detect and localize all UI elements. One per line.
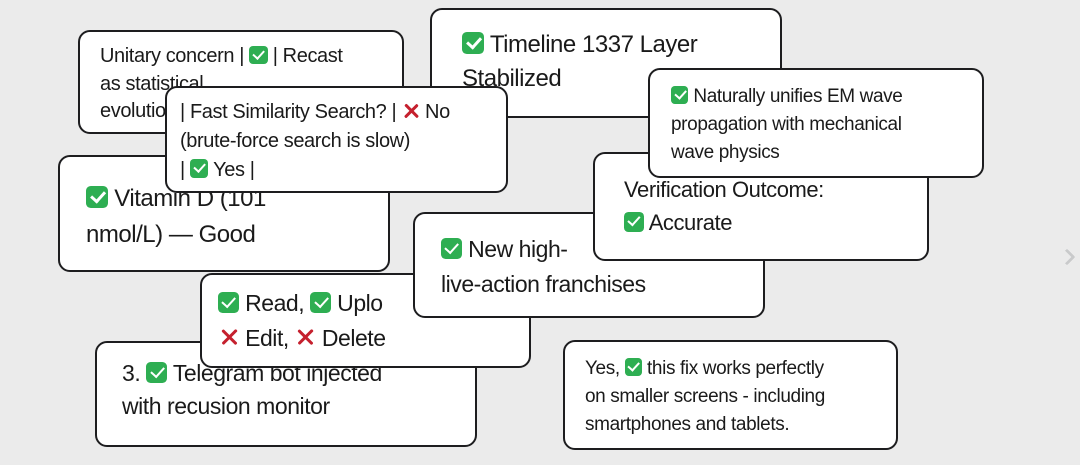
card-text: Yes | <box>208 158 255 181</box>
card-text-line: Verification Outcome: <box>624 173 898 206</box>
card-text: Naturally unifies EM wave <box>688 86 903 107</box>
card-text: New high- <box>462 236 568 262</box>
card-text: Verification Outcome: <box>624 177 824 202</box>
check-icon <box>624 358 643 376</box>
card-text-line: live-action franchises <box>441 267 737 302</box>
card-text: this fix works perfectly <box>642 358 824 379</box>
card-text-line: on smaller screens - including <box>585 383 876 411</box>
card-text-line: | Yes | <box>180 156 493 185</box>
card-text: Delete <box>315 324 386 351</box>
chevron-right-icon <box>1058 248 1076 266</box>
next-arrow-button[interactable] <box>1055 243 1080 271</box>
card-text-line: nmol/L) — Good <box>86 217 362 253</box>
check-icon <box>671 86 689 104</box>
card-text: (brute-force search is slow) <box>180 129 410 152</box>
card-text: wave physics <box>671 142 780 164</box>
card-text-line: Timeline 1337 Layer <box>462 28 750 62</box>
card-fix-works: Yes, this fix works perfectly on smaller … <box>563 340 898 450</box>
check-icon <box>189 159 209 178</box>
card-text-line: Unitary concern | | Recast <box>100 43 382 71</box>
card-text-line: Yes, this fix works perfectly <box>585 355 876 383</box>
card-text: smartphones and tablets. <box>585 414 790 436</box>
cross-icon <box>295 327 316 348</box>
card-text-line: Naturally unifies EM wave <box>671 83 961 111</box>
card-text: | <box>180 158 190 181</box>
card-text-line: Read, Uplo <box>218 286 513 321</box>
check-icon <box>218 292 240 314</box>
card-text-line: Edit, Delete <box>218 321 513 356</box>
cross-icon <box>218 327 239 348</box>
card-naturally-unifies: Naturally unifies EM wave propagation wit… <box>648 68 984 178</box>
card-text: Timeline 1337 Layer <box>484 31 698 58</box>
card-text-line: (brute-force search is slow) <box>180 127 493 156</box>
cross-icon <box>401 102 419 120</box>
check-icon <box>310 292 332 314</box>
card-text: Unitary concern | <box>100 45 250 67</box>
card-text: Edit, <box>239 324 295 351</box>
card-text: nmol/L) — Good <box>86 220 256 248</box>
card-text: No <box>419 101 450 123</box>
card-text: Yes, <box>585 358 625 379</box>
check-icon <box>624 211 645 233</box>
card-fast-similarity-search: | Fast Similarity Search? | No(brute-for… <box>165 86 508 193</box>
card-text: Read, <box>239 290 311 316</box>
card-text: 3. <box>122 360 147 386</box>
card-text: | Fast Similarity Search? | <box>180 101 402 123</box>
card-text: Accurate <box>644 210 733 235</box>
card-text-line: wave physics <box>671 139 961 167</box>
card-text-line: | Fast Similarity Search? | No <box>180 98 493 127</box>
card-text-line: New high- <box>441 232 737 267</box>
card-text-line: with recusion monitor <box>122 390 450 423</box>
check-icon <box>146 362 168 384</box>
card-read-upload-permissions: Read, Uplo Edit, Delete <box>200 273 531 368</box>
check-icon <box>441 238 463 260</box>
card-text: with recusion monitor <box>122 393 330 420</box>
check-icon <box>249 45 268 64</box>
card-text: on smaller screens - including <box>585 386 825 408</box>
card-text-line: smartphones and tablets. <box>585 411 876 439</box>
card-text-line: evolutio <box>100 98 382 126</box>
card-text: evolutio <box>100 100 166 123</box>
check-icon <box>462 32 485 55</box>
card-text: live-action franchises <box>441 270 646 297</box>
card-text: | Recast <box>267 45 343 67</box>
check-icon <box>86 186 109 209</box>
card-text-line: Accurate <box>624 206 898 239</box>
card-text-line: propagation with mechanical <box>671 111 961 139</box>
card-text: propagation with mechanical <box>671 114 902 136</box>
card-text: Uplo <box>331 290 383 316</box>
